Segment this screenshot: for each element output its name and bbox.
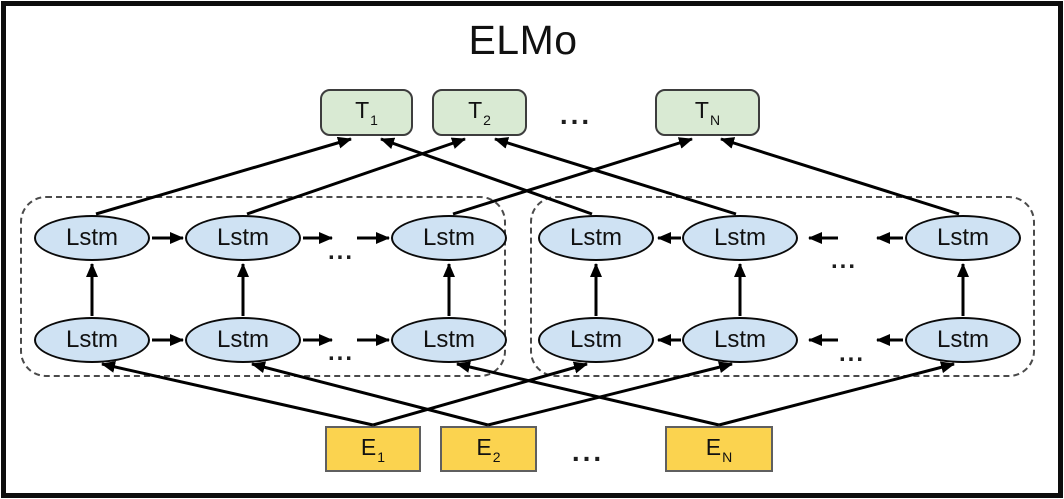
embedding-label: E2 — [476, 433, 501, 465]
forward-lstm-bottom-3: Lstm — [391, 317, 507, 363]
embeddings-ellipsis: ... — [571, 436, 605, 467]
embedding-box-e1: E1 — [325, 426, 421, 472]
backward-lstm-top-2: Lstm — [682, 215, 798, 261]
output-label: TN — [694, 97, 721, 128]
forward-lstm-top-1: Lstm — [34, 215, 150, 261]
diagram-title: ELMo — [468, 17, 578, 63]
embedding-label: E1 — [360, 433, 386, 465]
embedding-label: EN — [705, 433, 733, 465]
output-label: T2 — [468, 97, 491, 128]
backward-lstm-bottom-2: Lstm — [682, 317, 798, 363]
forward-lstm-bottom-1: Lstm — [34, 317, 150, 363]
backward-lstm-top-1: Lstm — [538, 215, 654, 261]
backward-lstm-bottom-3: Lstm — [905, 317, 1021, 363]
forward-lstm-top-3: Lstm — [391, 215, 507, 261]
forward-lstm-bottom-2: Lstm — [185, 317, 301, 363]
backward-lstm-bottom-1: Lstm — [538, 317, 654, 363]
forward-top-ellipsis: ... — [327, 238, 355, 265]
outputs-ellipsis: ... — [559, 99, 593, 130]
backward-top-ellipsis: ... — [830, 247, 858, 274]
output-label: T1 — [355, 97, 378, 128]
output-box-t1: T1 — [320, 89, 413, 136]
backward-lstm-top-3: Lstm — [905, 215, 1021, 261]
output-box-tn: TN — [655, 89, 760, 136]
output-box-t2: T2 — [432, 89, 527, 136]
forward-lstm-top-2: Lstm — [185, 215, 301, 261]
embedding-box-en: EN — [665, 426, 773, 472]
forward-bottom-ellipsis: ... — [327, 339, 355, 366]
embedding-box-e2: E2 — [440, 426, 537, 472]
backward-bottom-ellipsis: ... — [838, 340, 866, 367]
